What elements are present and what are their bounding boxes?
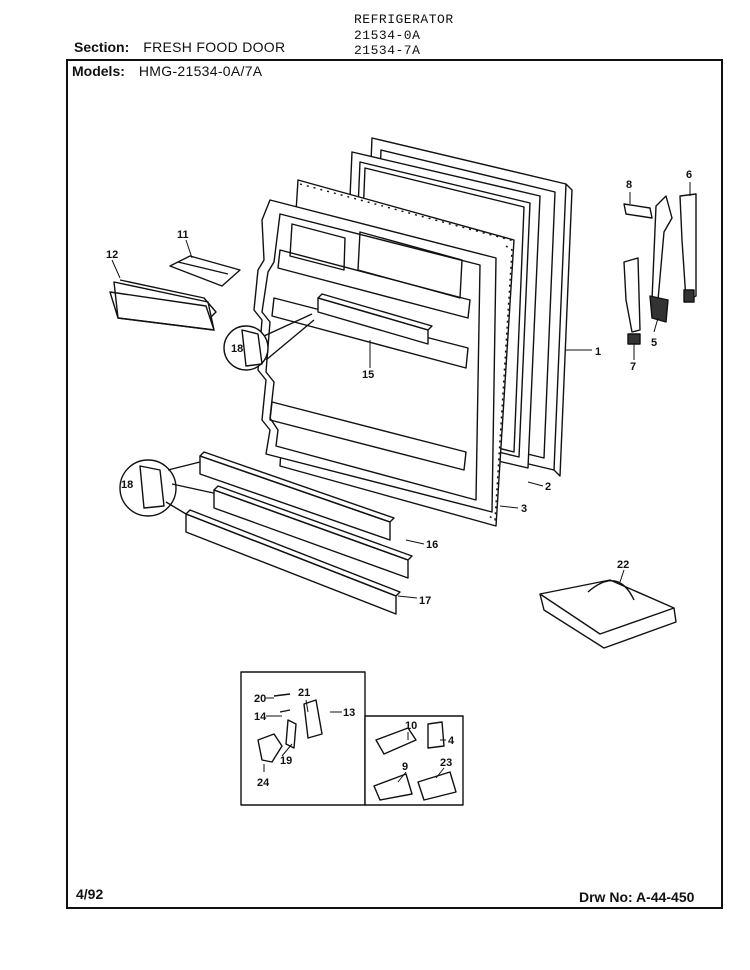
section-label: Section: bbox=[74, 39, 130, 55]
dairy-door bbox=[169, 255, 241, 287]
callout-8: 8 bbox=[626, 179, 632, 191]
callout-3: 3 bbox=[521, 503, 527, 515]
drawing-value: A-44-450 bbox=[636, 889, 695, 905]
callout-4: 4 bbox=[448, 735, 455, 747]
callout-15: 15 bbox=[362, 369, 374, 381]
hinge-parts bbox=[623, 193, 697, 345]
callout-17: 17 bbox=[419, 595, 431, 607]
door-shelf-bars bbox=[199, 451, 413, 579]
shelf-bar bbox=[317, 293, 433, 345]
callout-18-lower: 18 bbox=[121, 479, 133, 491]
retainer-clip-upper bbox=[223, 313, 315, 371]
door-inner-liner bbox=[253, 179, 515, 527]
callout-14: 14 bbox=[254, 711, 267, 723]
diagram-frame bbox=[66, 59, 723, 909]
callout-7: 7 bbox=[630, 361, 636, 373]
section-value: FRESH FOOD DOOR bbox=[143, 39, 286, 55]
drawing-label: Drw No: bbox=[579, 889, 633, 905]
callout-labels: 1 2 3 4 5 6 7 8 9 10 11 12 13 14 15 16 1… bbox=[106, 169, 692, 789]
callout-22: 22 bbox=[617, 559, 629, 571]
callout-6: 6 bbox=[686, 169, 692, 181]
revision-date: 4/92 bbox=[76, 886, 104, 902]
bottom-shelf-bar bbox=[185, 509, 401, 615]
retainer-clip-lower bbox=[119, 459, 219, 517]
leader-lines bbox=[111, 182, 691, 783]
dairy-compartment bbox=[109, 279, 217, 331]
callout-21: 21 bbox=[298, 687, 310, 699]
callout-2: 2 bbox=[545, 481, 551, 493]
model-code-1: 21534-0A bbox=[354, 28, 421, 43]
callout-18-upper: 18 bbox=[231, 343, 243, 355]
section-line: Section: FRESH FOOD DOOR bbox=[74, 39, 285, 55]
callout-10: 10 bbox=[405, 720, 417, 732]
models-label: Models: bbox=[72, 63, 125, 79]
models-line: Models: HMG-21534-0A/7A bbox=[72, 63, 262, 79]
model-code-2: 21534-7A bbox=[354, 43, 421, 58]
callout-9: 9 bbox=[402, 761, 408, 773]
product-title: REFRIGERATOR bbox=[354, 12, 454, 27]
models-value: HMG-21534-0A/7A bbox=[138, 63, 263, 79]
hardware-inset bbox=[240, 671, 464, 806]
callout-24: 24 bbox=[257, 777, 270, 789]
callout-13: 13 bbox=[343, 707, 355, 719]
drawing-number: Drw No: A-44-450 bbox=[579, 889, 694, 905]
callout-11: 11 bbox=[177, 229, 189, 241]
callout-19: 19 bbox=[280, 755, 292, 767]
callout-1: 1 bbox=[595, 346, 601, 358]
callout-5: 5 bbox=[651, 337, 657, 349]
egg-tray bbox=[539, 579, 677, 649]
callout-23: 23 bbox=[440, 757, 452, 769]
callout-20: 20 bbox=[254, 693, 266, 705]
callout-16: 16 bbox=[426, 539, 438, 551]
callout-12: 12 bbox=[106, 249, 118, 261]
